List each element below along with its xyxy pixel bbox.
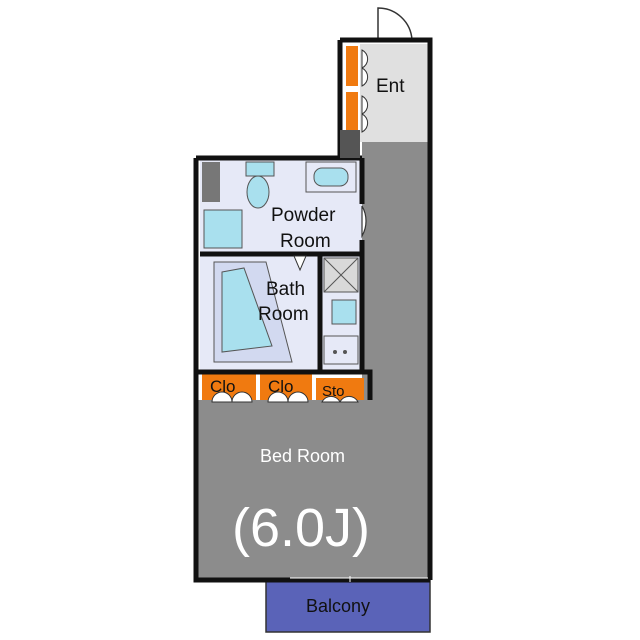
balcony-window bbox=[290, 576, 428, 582]
corridor-floor bbox=[362, 140, 430, 410]
wall-column bbox=[340, 130, 360, 158]
powder-room-shelf bbox=[202, 162, 220, 202]
bath-room-label-1: Bath bbox=[266, 279, 305, 300]
entrance-closet-doors bbox=[361, 49, 369, 133]
shoe-closet-2 bbox=[346, 92, 358, 132]
closet-doors bbox=[211, 391, 359, 403]
washbasin-icon bbox=[305, 161, 357, 193]
storage-closet bbox=[316, 378, 364, 400]
powder-room-label-2: Room bbox=[280, 231, 331, 252]
bed-room-label: Bed Room bbox=[260, 446, 345, 466]
walls bbox=[193, 37, 433, 583]
entrance-label: Ent bbox=[376, 76, 405, 97]
bed-room-size-label: (6.0J) bbox=[232, 498, 370, 558]
bath-room-label-2: Room bbox=[258, 304, 309, 325]
balcony-label: Balcony bbox=[306, 596, 370, 616]
bath-door-icon bbox=[293, 255, 307, 272]
shoe-closet-1 bbox=[346, 46, 358, 86]
bathtub-icon bbox=[213, 261, 293, 363]
powder-room-door bbox=[361, 205, 367, 239]
bed-room-floor bbox=[198, 400, 430, 580]
storage-label: Sto bbox=[322, 383, 345, 400]
kitchen-unit bbox=[323, 257, 359, 365]
toilet-icon bbox=[245, 161, 275, 209]
entrance-door bbox=[377, 7, 413, 41]
powder-room-label-1: Powder bbox=[271, 205, 336, 226]
entrance-floor bbox=[360, 44, 430, 142]
washing-machine-icon bbox=[203, 209, 243, 249]
closet-2-label: Clo bbox=[268, 377, 294, 396]
closet-1-label: Clo bbox=[210, 377, 236, 396]
